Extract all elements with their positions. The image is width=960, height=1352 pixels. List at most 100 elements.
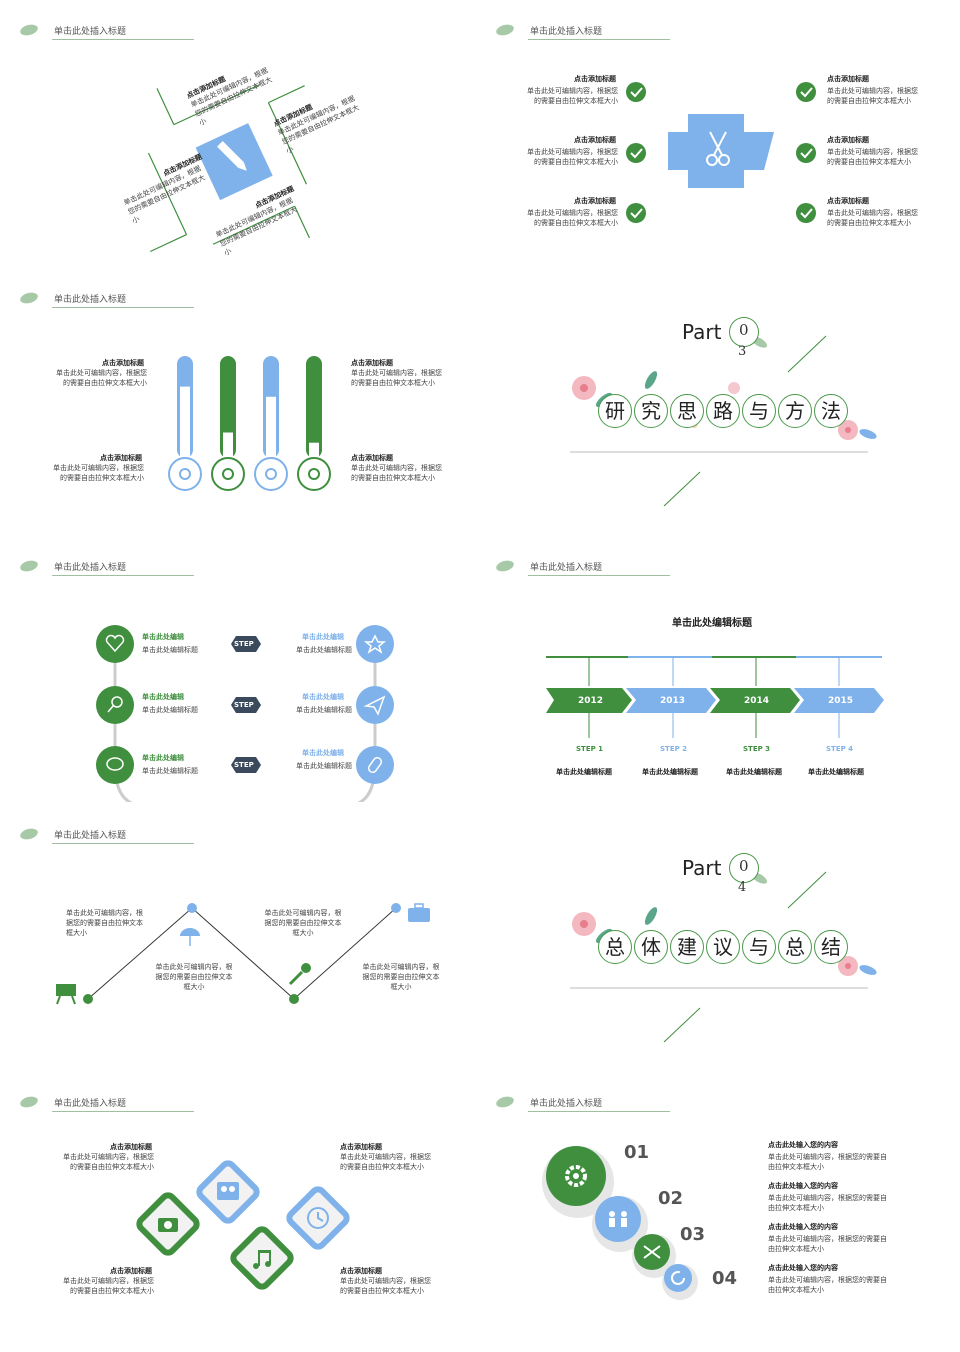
search-icon [111,696,123,708]
s10-body-3: 单击此处可编辑内容，根据您的需要自由拉伸文本框大小 [768,1235,887,1253]
thermo-empty [309,442,319,458]
s5-left-title-3: 单击此处编辑 [142,754,184,762]
s10-body-4: 单击此处可编辑内容，根据您的需要自由拉伸文本框大小 [768,1276,887,1294]
s5-right-body-2: 单击此处编辑标题 [296,706,352,714]
s10-title-1: 点击此处输入您的内容 [768,1141,838,1149]
title-char-1: 总 [598,930,632,964]
s5-left-body-3: 单击此处编辑标题 [142,767,198,775]
year-2014: 2014 [744,696,770,706]
clock-icon [307,1207,329,1229]
leaf-icon [20,24,38,36]
header-title: 单击此处插入标题 [530,27,603,37]
step-2: STEP 2 [660,745,688,753]
s10-title-4: 点击此处输入您的内容 [768,1264,838,1272]
s2-body-1: 单击此处可编辑内容，根据您的需要自由拉伸文本框大小 [527,87,618,105]
slide-header: 单击此处插入标题 [20,1090,200,1116]
thermo-tube [306,356,322,458]
header-line [52,843,194,844]
s3-body-3: 单击此处可编辑内容，根据您的需要自由拉伸文本框大小 [351,369,442,387]
s9-title-1: 点击添加标题 [110,1143,152,1151]
slide-part-03[interactable]: Part 0 3 研 究 思 路 与 方 法 [476,268,950,534]
thermometer-bars [168,356,331,491]
thermo-empty [223,432,233,458]
s2-body-5: 单击此处可编辑内容，根据您的需要自由拉伸文本框大小 [827,148,918,166]
slide-10-circles[interactable]: 单击此处插入标题 01 02 03 04 点击此处输入您的内容 单击此处可编辑内… [476,1072,950,1338]
family-icon [609,1211,627,1227]
num-02: 02 [658,1188,684,1209]
header-line [528,1111,670,1112]
header-title: 单击此处插入标题 [54,295,127,305]
zigzag-line [56,903,430,1005]
header-line [52,575,194,576]
phone-icon [254,457,288,491]
header-title: 单击此处插入标题 [54,27,127,37]
header-title: 单击此处插入标题 [530,563,603,573]
slide-header: 单击此处插入标题 [496,1090,676,1116]
s2-title-6: 点击添加标题 [827,197,869,205]
heart-icon-circle [96,625,134,663]
slide-6-timeline[interactable]: 单击此处插入标题 单击此处编辑标题 2012 2013 2014 2015 ST… [476,536,950,802]
s5-left-title-2: 单击此处编辑 [142,693,184,701]
slide-3[interactable]: 单击此处插入标题 点击添加标题 单击此处可编辑内容，根据您的需要自由拉伸文本框大… [0,268,474,534]
s5-right-body-1: 单击此处编辑标题 [296,646,352,654]
title-char-7: 法 [814,394,848,428]
s3-body-1: 单击此处可编辑内容，根据您的需要自由拉伸文本框大小 [56,369,147,387]
part-label: Part [682,320,722,344]
scissors-diagram [626,82,816,223]
year-2015: 2015 [828,696,854,706]
num-03: 03 [680,1224,706,1245]
presentation-board-icon [56,984,76,1005]
step-label-2: 单击此处编辑标题 [642,768,698,776]
s5-right-title-1: 单击此处编辑 [302,633,344,641]
title-char-4: 议 [706,930,740,964]
send-icon-circle [356,686,394,724]
paperclip-icon-circle [356,746,394,784]
title-char-1: 研 [598,394,632,428]
part-number-circle: 0 [729,853,759,883]
step-badge-1: STEP [234,640,254,648]
s2-body-3: 单击此处可编辑内容，根据您的需要自由拉伸文本框大小 [527,209,618,227]
timeline-title: 单击此处编辑标题 [672,618,752,629]
s10-body-1: 单击此处可编辑内容，根据您的需要自由拉伸文本框大小 [768,1153,887,1171]
gear-icon [565,1165,587,1187]
slide-5[interactable]: 单击此处插入标题 STEP STEP STEP 单击此处编辑 单击此处编辑标题 … [0,536,474,802]
s10-body-2: 单击此处可编辑内容，根据您的需要自由拉伸文本框大小 [768,1194,887,1212]
send-icon [363,695,386,716]
umbrella-icon [180,928,200,946]
leaf-icon [496,560,514,572]
step-1: STEP 1 [576,745,604,753]
part-number: 0 [739,321,749,339]
slide-part-04[interactable]: Part 0 4 总 体 建 议 与 总 结 [476,804,950,1070]
search-icon-circle [96,686,134,724]
leaf-icon [20,828,38,840]
header-line [528,39,670,40]
slide-9-diamonds[interactable]: 单击此处插入标题 点击添加标题 单击此处可编辑内容，根据您的需要自由拉伸文本框大… [0,1072,474,1338]
slide-header: 单击此处插入标题 [20,18,200,44]
leaf-icon [20,560,38,572]
slide-header: 单击此处插入标题 [496,18,676,44]
s3-title-1: 点击添加标题 [102,359,144,367]
s9-body-4: 单击此处可编辑内容，根据您的需要自由拉伸文本框大小 [340,1277,431,1295]
header-line [528,575,670,576]
s3-title-3: 点击添加标题 [351,359,393,367]
year-2013: 2013 [660,696,686,706]
slide-2[interactable]: 单击此处插入标题 点击添加标题 单击此处可编辑内容，根据您的需要自由拉伸文本框大… [476,0,950,266]
phone-icon-glyph [265,468,277,480]
heart-icon [105,634,125,653]
num-04: 04 [712,1268,738,1289]
slide-1[interactable]: 单击此处插入标题 点击添加标题 单击此处可编辑内容，根据您的需要自由拉伸文本框大… [0,0,474,266]
num-01: 01 [624,1142,650,1163]
s9-title-3: 点击添加标题 [340,1143,382,1151]
s7-text-2: 单击此处可编辑内容，根据您的需要自由拉伸文本框大小 [155,963,233,991]
title-char-2: 究 [634,394,668,428]
s2-body-4: 单击此处可编辑内容，根据您的需要自由拉伸文本框大小 [827,87,918,105]
step-label-4: 单击此处编辑标题 [808,768,864,776]
step-label-3: 单击此处编辑标题 [726,768,782,776]
title-char-5: 与 [742,394,776,428]
slide-7-zigzag[interactable]: 单击此处插入标题 单击此处可编辑内容，根据您的需要自由拉伸文本框大小 单击此处可… [0,804,474,1070]
timeline-arrows [546,656,884,738]
header-line [52,307,194,308]
title-char-7: 结 [814,930,848,964]
microphone-icon [211,457,245,491]
wifi-icon-glyph [179,468,191,480]
